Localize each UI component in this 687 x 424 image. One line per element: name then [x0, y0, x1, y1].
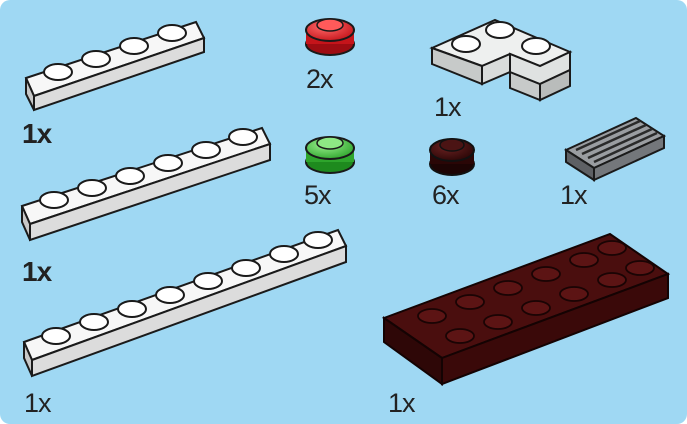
part-plate-2x6-dark-red: [384, 234, 668, 384]
part-round-plate-dark-red: [430, 139, 474, 175]
red-round-plate-quantity: 2x: [306, 66, 333, 93]
grille-tile-quantity: 1x: [560, 182, 587, 209]
plate-1x6-quantity: 1x: [22, 258, 51, 286]
plate-2x6-quantity: 1x: [388, 390, 415, 417]
part-plate-1x8-white: [24, 230, 346, 376]
part-round-plate-red: [306, 19, 354, 55]
corner-plate-quantity: 1x: [434, 94, 461, 121]
part-round-plate-green: [306, 137, 354, 173]
green-round-plate-quantity: 5x: [304, 182, 331, 209]
plate-1x4-quantity: 1x: [22, 120, 51, 148]
part-grille-tile-gray: [566, 118, 664, 180]
dark-red-round-plate-quantity: 6x: [432, 182, 459, 209]
part-plate-1x4-white: [26, 22, 204, 110]
plate-1x8-quantity: 1x: [24, 390, 51, 417]
part-corner-plate-light-gray: [432, 20, 570, 100]
part-plate-1x6-white: [22, 128, 270, 240]
